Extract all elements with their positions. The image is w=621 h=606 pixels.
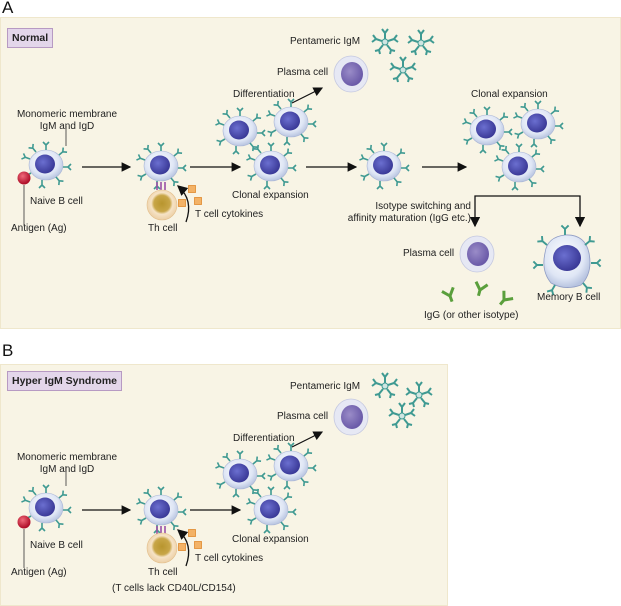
label-naive-b-cell: Naive B cell	[30, 196, 83, 207]
label-monomeric-line1: Monomeric membrane	[16, 109, 118, 120]
pentameric-igm-icon	[405, 381, 433, 408]
plasma-cell-icon	[333, 55, 369, 93]
label-pentameric-igm: Pentameric IgM	[290, 36, 361, 47]
cd40-contact-icon	[156, 526, 166, 534]
label-plasma-cell-2: Plasma cell	[403, 248, 455, 259]
label-antigen: Antigen (Ag)	[11, 567, 67, 578]
pentameric-igm-icon	[389, 56, 417, 83]
cytokine-icon	[194, 197, 202, 205]
clonal-b-cell-icon	[246, 487, 296, 533]
cytokine-arrow	[177, 529, 190, 567]
pentameric-igm-icon	[371, 372, 399, 399]
label-t-cell-cytokines: T cell cytokines	[195, 553, 264, 564]
panel-b-letter: B	[2, 341, 14, 360]
pentameric-igm-icon	[371, 28, 399, 55]
clonal-b-cell-icon	[462, 107, 512, 153]
clonal-b-cell-icon	[246, 143, 296, 189]
th-cell-icon	[146, 532, 178, 564]
panel-a-letter: A	[2, 0, 14, 17]
label-monomeric-line2: IgM and IgD	[39, 121, 95, 132]
plasma-cell-icon	[333, 398, 369, 436]
label-clonal-expansion: Clonal expansion	[232, 534, 309, 545]
label-plasma-cell: Plasma cell	[277, 67, 329, 78]
th-cell-icon	[146, 189, 178, 221]
cytokine-arrow	[177, 185, 190, 223]
branch-bracket	[474, 195, 581, 224]
igg-icon	[440, 285, 460, 306]
cytokine-icon	[178, 199, 186, 207]
label-monomeric-membrane: Monomeric membrane IgM and IgD	[12, 109, 122, 133]
cytokine-icon	[178, 543, 186, 551]
label-th-note: (T cells lack CD40L/CD154)	[112, 583, 236, 594]
pentameric-igm-icon	[388, 402, 416, 429]
label-clonal-expansion-2: Clonal expansion	[471, 89, 548, 100]
label-differentiation: Differentiation	[233, 89, 295, 100]
label-monomeric-membrane: Monomeric membrane IgM and IgD	[12, 452, 122, 476]
label-monomeric-line1: Monomeric membrane	[16, 452, 118, 463]
antigen-icon	[17, 171, 31, 185]
label-memory-b-cell: Memory B cell	[537, 292, 601, 303]
clonal-b-cell-icon	[266, 99, 316, 145]
panel-b-graphics	[17, 372, 433, 568]
label-igg: IgG (or other isotype)	[424, 310, 519, 321]
label-t-cell-cytokines: T cell cytokines	[195, 209, 264, 220]
cytokine-icon	[188, 185, 196, 193]
differentiation-arrow	[291, 431, 324, 448]
cytokine-icon	[194, 541, 202, 549]
isotype-b-cell-icon	[359, 143, 409, 189]
label-isotype-line2: affinity maturation (IgG etc.)	[347, 213, 471, 224]
cytokine-icon	[188, 529, 196, 537]
igg-icon	[494, 289, 515, 310]
label-isotype-line1: Isotype switching and	[375, 201, 471, 212]
panel-a-graphics	[17, 28, 601, 310]
label-differentiation: Differentiation	[233, 433, 295, 444]
label-th-cell: Th cell	[148, 223, 178, 234]
label-pentameric-igm: Pentameric IgM	[290, 381, 361, 392]
igg-icon	[471, 280, 490, 299]
clonal-b-cell-icon	[494, 144, 544, 190]
panel-b-tag: Hyper IgM Syndrome	[7, 371, 123, 391]
clonal-b-cell-icon	[513, 101, 563, 147]
memory-b-cell-icon	[533, 225, 600, 295]
label-naive-b-cell: Naive B cell	[30, 540, 83, 551]
differentiation-arrow	[291, 87, 324, 104]
plasma-cell-2-icon	[459, 235, 495, 273]
label-monomeric-line2: IgM and IgD	[39, 464, 95, 475]
cd40-contact-icon	[156, 182, 166, 190]
label-clonal-expansion-1: Clonal expansion	[232, 190, 309, 201]
label-isotype-switching: Isotype switching and affinity maturatio…	[340, 201, 471, 225]
label-th-cell: Th cell	[148, 567, 178, 578]
pentameric-igm-icon	[407, 29, 435, 56]
panel-a-tag: Normal	[7, 28, 54, 48]
antigen-icon	[17, 515, 31, 529]
label-antigen: Antigen (Ag)	[11, 223, 67, 234]
clonal-b-cell-icon	[266, 443, 316, 489]
label-plasma-cell: Plasma cell	[277, 411, 329, 422]
